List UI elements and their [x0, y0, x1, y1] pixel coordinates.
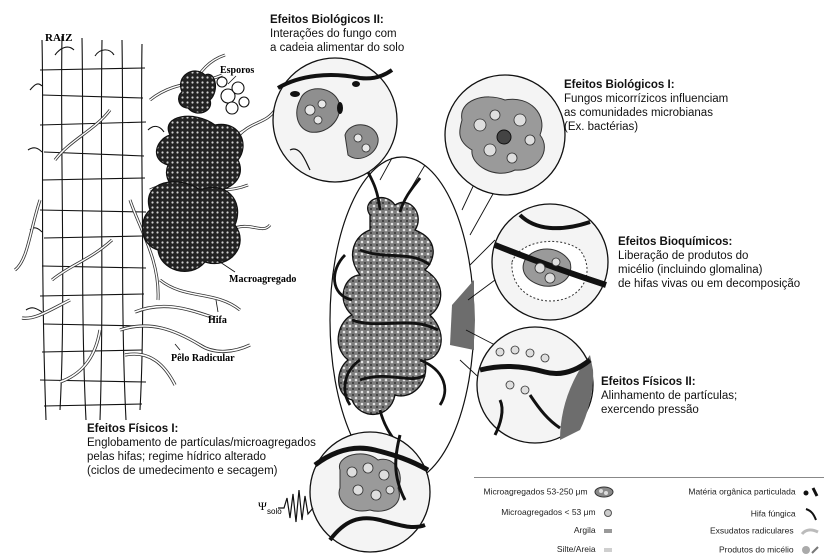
hypha-swatch	[802, 507, 820, 521]
fis1-line-3: (ciclos de umedecimento e secagem)	[87, 464, 316, 478]
circle-bio2	[273, 58, 397, 182]
label-macroagregado: Macroagregado	[229, 274, 296, 285]
bioq-title: Efeitos Bioquímicos:	[618, 235, 800, 249]
water-potential-wave	[278, 490, 313, 522]
label-raiz: RAIZ	[45, 32, 73, 44]
legend-hifa-fungica: Hifa fúngica	[751, 507, 820, 521]
fis2-title: Efeitos Físicos II:	[601, 375, 737, 389]
legend-materia: Matéria orgânica particulada	[688, 486, 820, 498]
legend-materia-label: Matéria orgânica particulada	[688, 486, 795, 496]
circle-fis2	[477, 327, 593, 443]
bio2-title: Efeitos Biológicos II:	[270, 13, 404, 27]
label-fis1: Efeitos Físicos I: Englobamento de partí…	[87, 422, 316, 478]
label-hifa: Hifa	[208, 315, 227, 326]
legend-exsudatos: Exsudatos radiculares	[710, 525, 820, 537]
circle-bio1	[445, 75, 565, 195]
label-bio2: Efeitos Biológicos II: Interações do fun…	[270, 13, 404, 55]
bio2-line-1: Interações do fungo com	[270, 27, 404, 41]
root-panel	[15, 36, 275, 420]
circle-fis1	[310, 432, 430, 552]
exudates-swatch	[800, 525, 820, 537]
fis2-line-1: Alinhamento de partículas;	[601, 389, 737, 403]
fis1-line-2: pelas hifas; regime hídrico alterado	[87, 450, 316, 464]
psi-subscript: solo	[267, 507, 282, 516]
label-bioq: Efeitos Bioquímicos: Liberação de produt…	[618, 235, 800, 291]
silt-swatch	[602, 546, 614, 554]
spores	[217, 77, 249, 114]
legend-argila-label: Argila	[574, 525, 596, 535]
bio1-title: Efeitos Biológicos I:	[564, 78, 728, 92]
clay-swatch	[602, 527, 614, 535]
bioq-line-3: de hifas vivas ou em decomposição	[618, 277, 800, 291]
label-fis2: Efeitos Físicos II: Alinhamento de partí…	[601, 375, 737, 417]
organic-matter-swatch	[802, 486, 820, 498]
legend-exsudatos-label: Exsudatos radiculares	[710, 525, 794, 535]
legend-hifa-fungica-label: Hifa fúngica	[751, 508, 796, 518]
legend-produtos-label: Produtos do micélio	[719, 544, 794, 554]
fis2-line-2: exercendo pressão	[601, 403, 737, 417]
legend-silte-label: Silte/Areia	[557, 544, 596, 554]
label-esporos: Esporos	[220, 65, 254, 76]
bio1-line-3: (Ex. bactérias)	[564, 120, 728, 134]
fis1-title: Efeitos Físicos I:	[87, 422, 316, 436]
legend-produtos: Produtos do micélio	[719, 544, 820, 556]
legend-silte: Silte/Areia	[557, 544, 614, 554]
center-aggregate	[330, 157, 474, 483]
legend-micro-small-label: Microagregados < 53 μm	[501, 507, 595, 517]
circle-bioq	[492, 204, 608, 320]
bioq-line-2: micélio (incluindo glomalina)	[618, 263, 800, 277]
label-bio1: Efeitos Biológicos I: Fungos micorrízico…	[564, 78, 728, 134]
psi-symbol: Ψ	[258, 499, 267, 513]
legend: Microagregados 53-250 μm Microagregados …	[474, 477, 824, 558]
root-hairs	[22, 300, 250, 385]
legend-argila: Argila	[574, 525, 614, 535]
legend-micro-small: Microagregados < 53 μm	[501, 507, 614, 518]
bioq-line-1: Liberação de produtos do	[618, 249, 800, 263]
bio2-line-2: a cadeia alimentar do solo	[270, 41, 404, 55]
micro-small-swatch	[602, 508, 614, 518]
legend-micro-large: Microagregados 53-250 μm	[484, 486, 615, 498]
bio1-line-1: Fungos micorrízicos influenciam	[564, 92, 728, 106]
label-pelo-radicular: Pêlo Radicular	[171, 353, 235, 364]
micro-large-swatch	[594, 486, 614, 498]
mycelium-products-swatch	[800, 544, 820, 556]
fis1-line-1: Englobamento de partículas/microagregado…	[87, 436, 316, 450]
legend-micro-large-label: Microagregados 53-250 μm	[484, 486, 588, 496]
bio1-line-2: as comunidades microbianas	[564, 106, 728, 120]
